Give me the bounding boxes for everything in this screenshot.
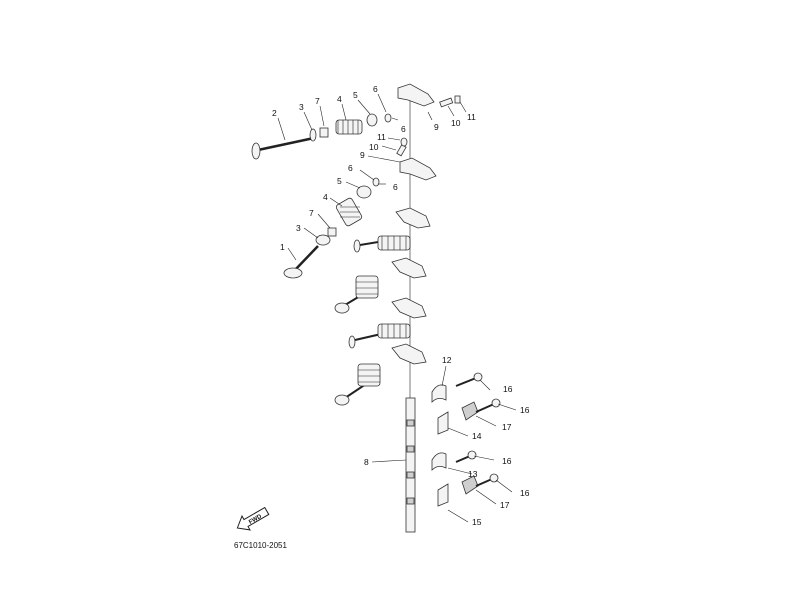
callout-9: 9 <box>360 150 365 160</box>
callout-10: 10 <box>369 142 379 152</box>
callout-labels: 2 3 7 4 5 6 6 9 10 11 11 10 9 6 5 6 4 7 … <box>272 84 530 527</box>
callout-17: 17 <box>502 422 512 432</box>
valve-spring-group <box>335 119 411 387</box>
callout-6: 6 <box>348 163 353 173</box>
callout-9: 9 <box>434 122 439 132</box>
callout-16: 16 <box>520 405 530 415</box>
callout-7: 7 <box>309 208 314 218</box>
callout-13: 13 <box>468 469 478 479</box>
bracket-group <box>431 372 501 507</box>
fwd-arrow-icon: FWD <box>236 506 270 531</box>
callout-6: 6 <box>373 84 378 94</box>
callout-16: 16 <box>502 456 512 466</box>
callout-10: 10 <box>451 118 461 128</box>
callout-15: 15 <box>472 517 482 527</box>
small-parts <box>309 95 461 246</box>
callout-17: 17 <box>500 500 510 510</box>
callout-1: 1 <box>280 242 285 252</box>
callout-5: 5 <box>353 90 358 100</box>
callout-3: 3 <box>299 102 304 112</box>
callout-11: 11 <box>377 132 386 142</box>
callout-12: 12 <box>442 355 452 365</box>
leader-lines <box>277 93 517 523</box>
callout-11: 11 <box>467 112 476 122</box>
callout-6: 6 <box>401 124 406 134</box>
diagram-code: 67C1010-2051 <box>234 541 287 550</box>
callout-16: 16 <box>503 384 513 394</box>
callout-3: 3 <box>296 223 301 233</box>
callout-16: 16 <box>520 488 530 498</box>
callout-5: 5 <box>337 176 342 186</box>
callout-4: 4 <box>337 94 342 104</box>
callout-7: 7 <box>315 96 320 106</box>
callout-2: 2 <box>272 108 277 118</box>
callout-4: 4 <box>323 192 328 202</box>
callout-6: 6 <box>393 182 398 192</box>
callout-8: 8 <box>364 457 369 467</box>
rocker-arm-group <box>391 83 437 365</box>
callout-14: 14 <box>472 431 482 441</box>
